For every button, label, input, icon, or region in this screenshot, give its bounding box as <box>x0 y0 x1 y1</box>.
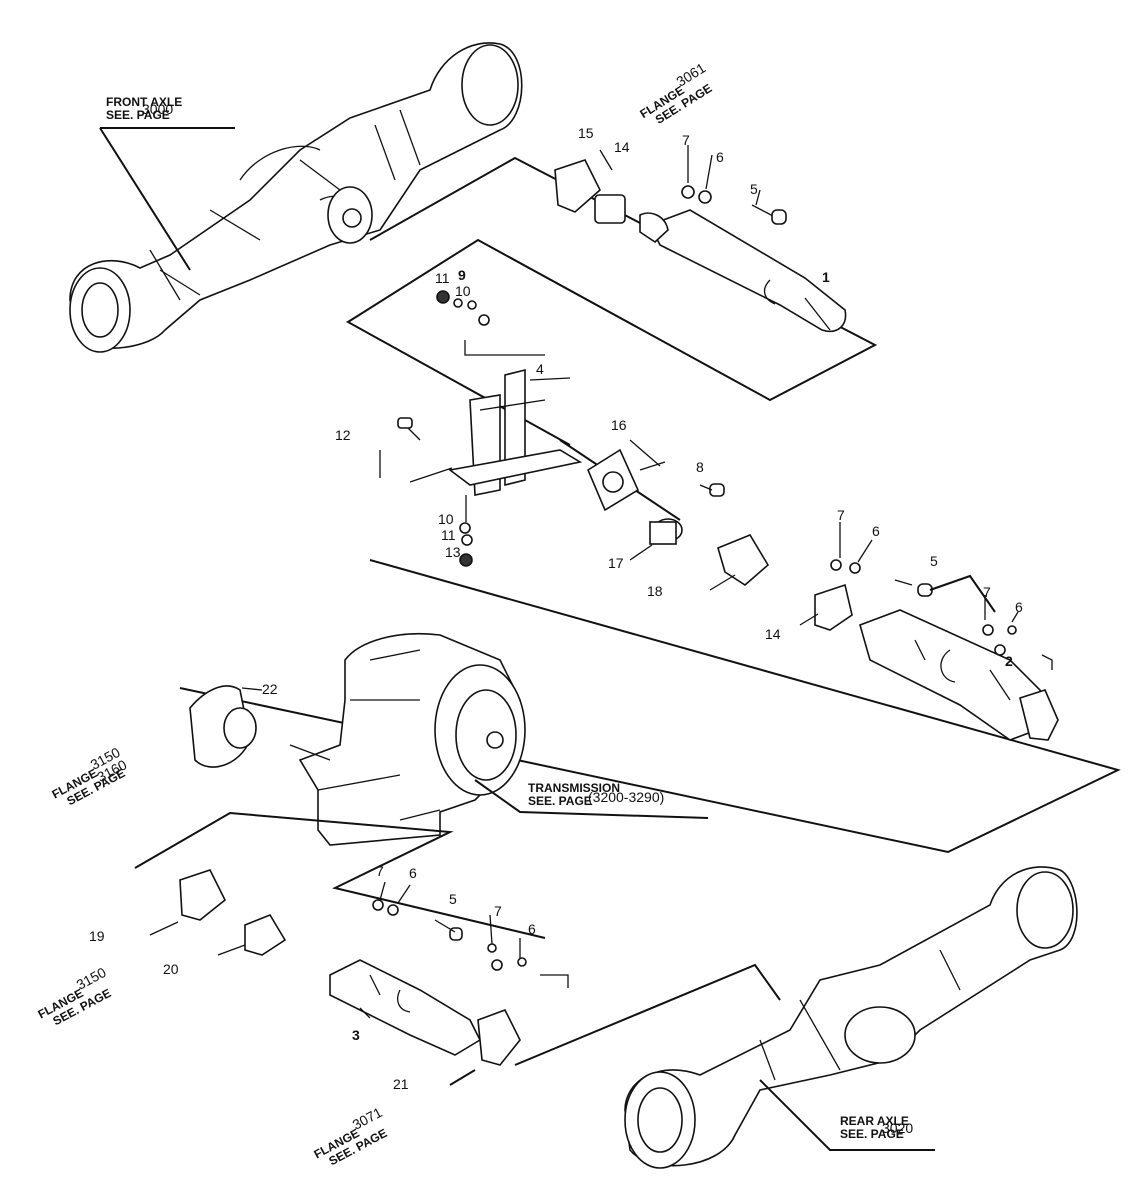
part-number-3: 3 <box>352 1027 360 1043</box>
part-number-19: 19 <box>89 928 105 944</box>
part-number-13: 13 <box>445 544 461 560</box>
part-number-5-mid: 5 <box>930 553 938 569</box>
part-number-21: 21 <box>393 1076 409 1092</box>
rear-axle-drawing <box>449 866 1078 1169</box>
part-number-15-top: 15 <box>578 125 594 141</box>
front-axle-callout: FRONT AXLE SEE. PAGE 3000 <box>106 96 182 122</box>
transmission-drawing <box>189 632 709 846</box>
part-number-20: 20 <box>163 961 179 977</box>
part-number-12: 12 <box>335 427 351 443</box>
part-number-18: 18 <box>647 583 663 599</box>
rear-axle-callout: REAR AXLE SEE. PAGE 3020 <box>840 1114 913 1141</box>
part-number-10-a: 10 <box>455 283 471 299</box>
part-number-14-mid: 14 <box>765 626 781 642</box>
part-number-6-mid: 6 <box>872 523 880 539</box>
rear-axle-page-number: 3020 <box>882 1120 914 1136</box>
transmission-page-number: (3200-3290) <box>588 789 665 805</box>
part-number-16: 16 <box>611 417 627 433</box>
part-number-7-mid: 7 <box>837 507 845 523</box>
bracket-carrier-group <box>379 368 770 591</box>
rear-axle-label: REAR AXLE <box>840 1114 909 1128</box>
middle-driveshaft-group <box>179 522 1121 854</box>
part-number-7-mid2: 7 <box>983 584 991 600</box>
upper-driveshaft-group <box>346 145 878 446</box>
part-number-6-low: 6 <box>409 865 417 881</box>
part-number-11-b: 11 <box>441 527 456 543</box>
part-number-7-top: 7 <box>682 132 690 148</box>
lower-driveshaft-group <box>134 811 569 1066</box>
part-number-10-b: 10 <box>438 511 454 527</box>
part-number-4: 4 <box>536 361 544 377</box>
front-axle-label: FRONT AXLE <box>106 95 183 109</box>
part-number-17: 17 <box>608 555 624 571</box>
front-axle-drawing <box>69 42 523 353</box>
part-number-2: 2 <box>1005 653 1013 669</box>
part-number-7-low: 7 <box>376 863 384 879</box>
part-number-14-top: 14 <box>614 139 630 155</box>
part-number-22: 22 <box>262 681 278 697</box>
transmission-see-page: SEE. PAGE <box>528 794 592 808</box>
transmission-callout: TRANSMISSION SEE. PAGE (3200-3290) <box>528 781 664 808</box>
part-number-5-top: 5 <box>750 181 758 197</box>
part-number-6-top: 6 <box>716 149 724 165</box>
rear-axle-see-page: SEE. PAGE <box>840 1127 904 1141</box>
part-number-5-low: 5 <box>449 891 457 907</box>
part-number-8: 8 <box>696 459 704 475</box>
part-number-6-mid2: 6 <box>1015 599 1023 615</box>
part-number-11-a: 11 <box>435 270 450 286</box>
front-axle-see-page: SEE. PAGE <box>106 108 170 122</box>
part-number-6-low2: 6 <box>528 921 536 937</box>
part-number-9: 9 <box>458 267 466 283</box>
part-number-7-low2: 7 <box>494 903 502 919</box>
transmission-label: TRANSMISSION <box>528 781 621 795</box>
part-number-1: 1 <box>822 269 830 285</box>
front-axle-page-number: 3000 <box>142 101 174 117</box>
